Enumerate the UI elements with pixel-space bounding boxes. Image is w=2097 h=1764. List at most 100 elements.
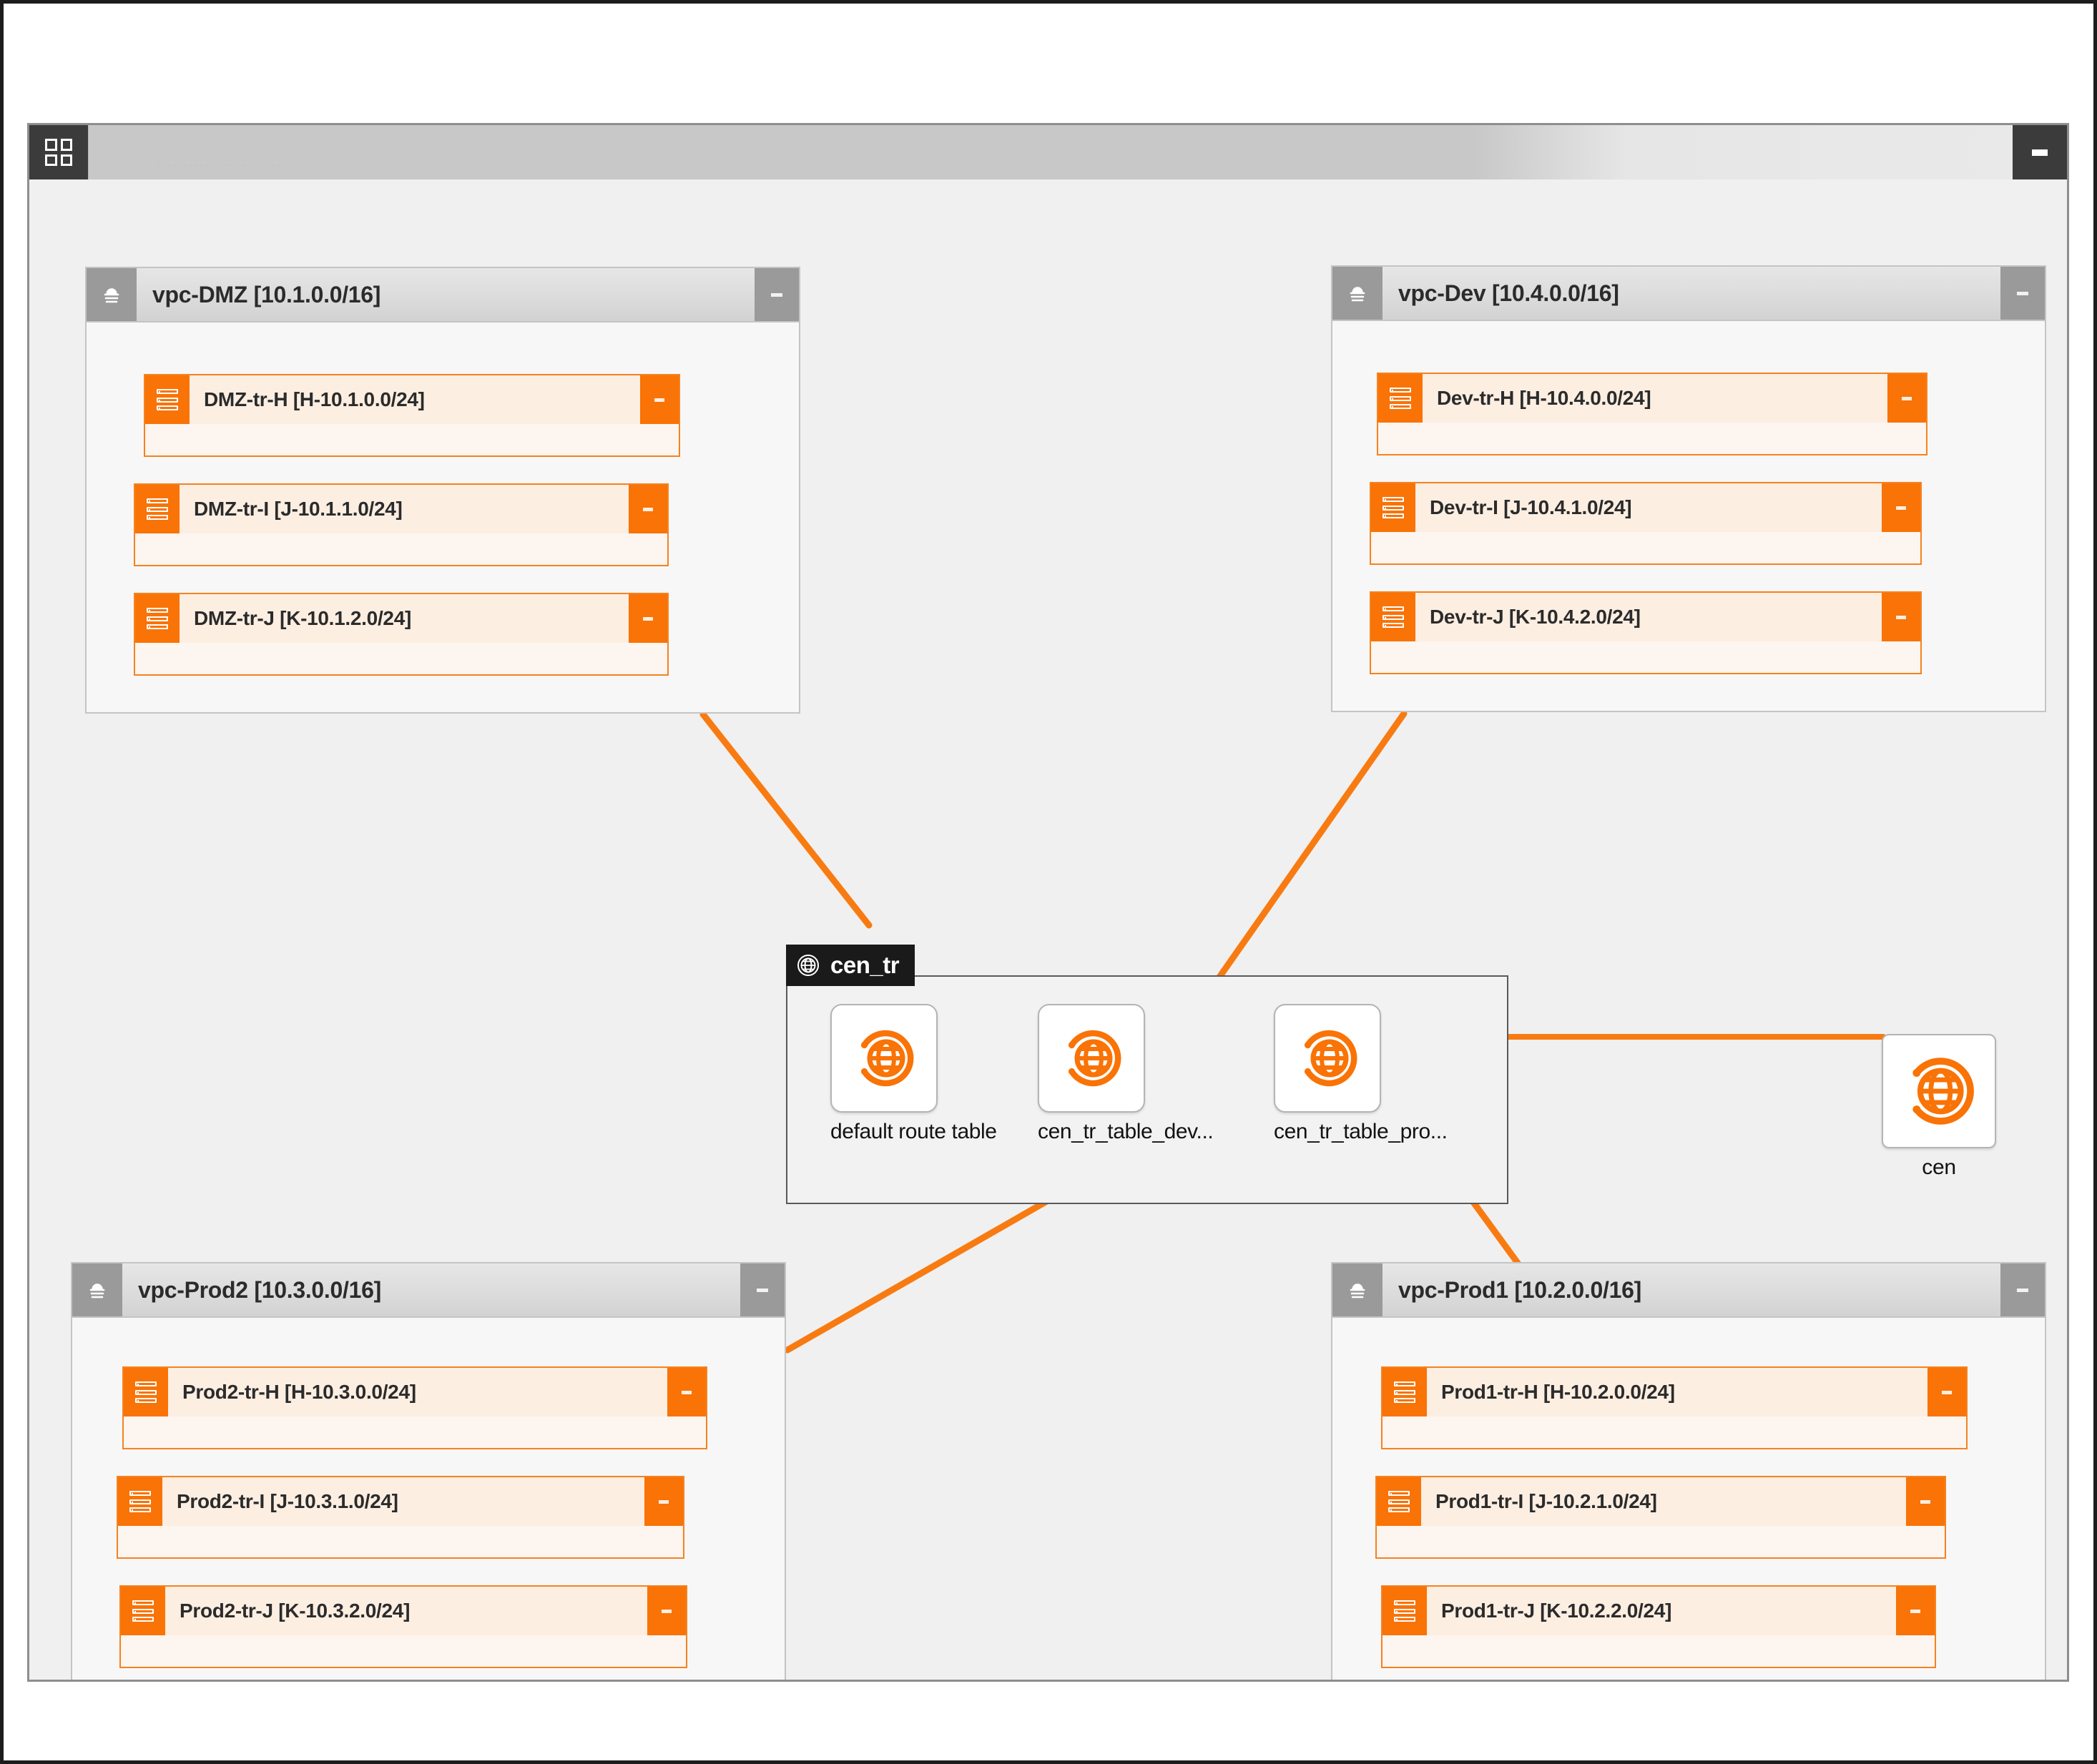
diagram-canvas[interactable]: vpc-DMZ [10.1.0.0/16] DMZ-tr-H [H-10.1.0… [29,179,2067,1680]
vpc-title: vpc-Dev [10.4.0.0/16] [1398,280,1619,306]
cloud-vpc-icon [87,268,137,321]
minimize-icon [2017,1288,2028,1292]
edge-dmz-to-default-route-table [699,711,873,929]
subnet-node[interactable]: DMZ-tr-J [K-10.1.2.0/24] [134,593,669,676]
transit-router-container[interactable]: cen_tr default route table [786,945,1508,1204]
vpc-container-vpc-prod1[interactable]: vpc-Prod1 [10.2.0.0/16] Prod1-tr-H [H-10… [1331,1262,2046,1680]
route-table-label: cen_tr_table_pro... [1274,1120,1448,1143]
subnet-node[interactable]: DMZ-tr-H [H-10.1.0.0/24] [144,374,680,457]
route-table-node-default[interactable]: default route table [830,1004,997,1144]
vpc-header[interactable]: vpc-Dev [10.4.0.0/16] [1332,267,2045,321]
subnet-node[interactable]: DMZ-tr-I [J-10.1.1.0/24] [134,483,669,566]
subnet-node[interactable]: Prod2-tr-I [J-10.3.1.0/24] [117,1476,684,1559]
route-table-box[interactable] [830,1004,938,1113]
subnet-body [121,1635,686,1667]
globe-route-table-icon [1304,1030,1357,1087]
minimize-icon [1910,1609,1920,1613]
globe-route-table-icon [1068,1030,1121,1087]
route-table-box[interactable] [1274,1004,1381,1113]
subnet-node[interactable]: Prod1-tr-H [H-10.2.0.0/24] [1381,1366,1968,1449]
server-subnet-icon [1378,374,1423,423]
globe-cen-icon [1912,1058,1974,1125]
route-table-node-prod[interactable]: cen_tr_table_pro... [1274,1004,1448,1144]
subnet-body [135,533,667,565]
vpc-header[interactable]: vpc-Prod1 [10.2.0.0/16] [1332,1263,2045,1318]
cen-box[interactable] [1882,1034,1996,1148]
subnet-minimize-button[interactable] [667,1368,706,1416]
subnet-node[interactable]: Dev-tr-I [J-10.4.1.0/24] [1370,482,1922,565]
cloud-vpc-icon [1332,267,1383,320]
subnet-title: Prod1-tr-H [H-10.2.0.0/24] [1441,1381,1675,1403]
server-subnet-icon [135,485,180,533]
subnet-body [124,1416,706,1448]
subnet-minimize-button[interactable] [640,375,679,424]
subnet-title: DMZ-tr-H [H-10.1.0.0/24] [204,388,425,410]
vpc-minimize-button[interactable] [755,268,799,321]
transit-router-title-bar[interactable]: cen_tr [786,945,915,986]
vpc-container-vpc-dev[interactable]: vpc-Dev [10.4.0.0/16] Dev-tr-H [H-10.4.0… [1331,265,2046,712]
vpc-header[interactable]: vpc-Prod2 [10.3.0.0/16] [72,1263,785,1318]
subnet-title: Dev-tr-J [K-10.4.2.0/24] [1430,606,1641,628]
subnet-title: Prod1-tr-J [K-10.2.2.0/24] [1441,1600,1672,1622]
minimize-icon [643,507,653,511]
vpc-minimize-button[interactable] [2000,267,2045,320]
route-table-label: default route table [830,1120,997,1143]
cen-node[interactable]: cen [1882,1034,1996,1180]
subnet-node[interactable]: Dev-tr-J [K-10.4.2.0/24] [1370,591,1922,674]
vpc-container-vpc-prod2[interactable]: vpc-Prod2 [10.3.0.0/16] Prod2-tr-H [H-10… [71,1262,786,1680]
minimize-icon [682,1390,692,1394]
subnet-node[interactable]: Prod1-tr-I [J-10.2.1.0/24] [1375,1476,1946,1559]
vpc-minimize-button[interactable] [2000,1263,2045,1316]
subnet-title: Prod2-tr-I [J-10.3.1.0/24] [177,1490,398,1512]
vpc-header[interactable]: vpc-DMZ [10.1.0.0/16] [87,268,799,322]
subnet-minimize-button[interactable] [1882,483,1920,532]
server-subnet-icon [1371,593,1415,641]
server-subnet-icon [121,1587,165,1635]
toolbar-minimize-button[interactable] [2013,125,2067,179]
minimize-icon [643,616,653,621]
vpc-body: Prod1-tr-H [H-10.2.0.0/24] Pro [1332,1318,2045,1680]
vpc-title: vpc-Prod2 [10.3.0.0/16] [138,1276,381,1303]
subnet-title: Dev-tr-H [H-10.4.0.0/24] [1437,387,1651,409]
server-subnet-icon [1383,1368,1427,1416]
route-table-node-dev[interactable]: cen_tr_table_dev... [1038,1004,1214,1144]
server-subnet-icon [124,1368,168,1416]
subnet-node[interactable]: Dev-tr-H [H-10.4.0.0/24] [1377,373,1927,455]
minimize-icon [1942,1390,1952,1394]
subnet-minimize-button[interactable] [629,594,667,643]
route-table-label: cen_tr_table_dev... [1038,1120,1214,1143]
cen-label: cen [1922,1156,1956,1179]
transit-router-title: cen_tr [830,952,900,978]
toolbar-bar[interactable]: - -- ----- - -- - - - -- [88,125,2013,179]
cloud-vpc-icon [72,1263,122,1316]
vpc-body: DMZ-tr-H [H-10.1.0.0/24] DMZ-t [87,322,799,712]
route-table-box[interactable] [1038,1004,1145,1113]
subnet-node[interactable]: Prod1-tr-J [K-10.2.2.0/24] [1381,1585,1936,1668]
subnet-minimize-button[interactable] [629,485,667,533]
subnet-minimize-button[interactable] [1927,1368,1966,1416]
minimize-icon [662,1609,672,1613]
subnet-title: DMZ-tr-I [J-10.1.1.0/24] [194,498,403,520]
vpc-container-vpc-dmz[interactable]: vpc-DMZ [10.1.0.0/16] DMZ-tr-H [H-10.1.0… [85,267,800,714]
subnet-minimize-button[interactable] [1882,593,1920,641]
grid-apps-icon [45,139,72,166]
subnet-minimize-button[interactable] [647,1587,686,1635]
subnet-minimize-button[interactable] [1887,374,1926,423]
subnet-body [1378,423,1926,454]
server-subnet-icon [118,1477,162,1526]
toolbar: - -- ----- - -- - - - -- [29,125,2067,179]
subnet-minimize-button[interactable] [644,1477,683,1526]
grid-apps-button[interactable] [29,125,88,179]
vpc-minimize-button[interactable] [740,1263,785,1316]
subnet-node[interactable]: Prod2-tr-H [H-10.3.0.0/24] [122,1366,707,1449]
subnet-minimize-button[interactable] [1906,1477,1945,1526]
minimize-icon [1896,615,1906,619]
toolbar-ghost-text: - -- ----- - -- - - - -- [157,158,283,172]
vpc-body: Dev-tr-H [H-10.4.0.0/24] Dev-t [1332,321,2045,711]
subnet-node[interactable]: Prod2-tr-J [K-10.3.2.0/24] [119,1585,687,1668]
subnet-body [1371,532,1920,563]
subnet-title: DMZ-tr-J [K-10.1.2.0/24] [194,607,411,629]
edge-dev-to-cen-tr-table-dev [1192,710,1408,1015]
subnet-minimize-button[interactable] [1896,1587,1935,1635]
minimize-icon [1920,1499,1930,1504]
